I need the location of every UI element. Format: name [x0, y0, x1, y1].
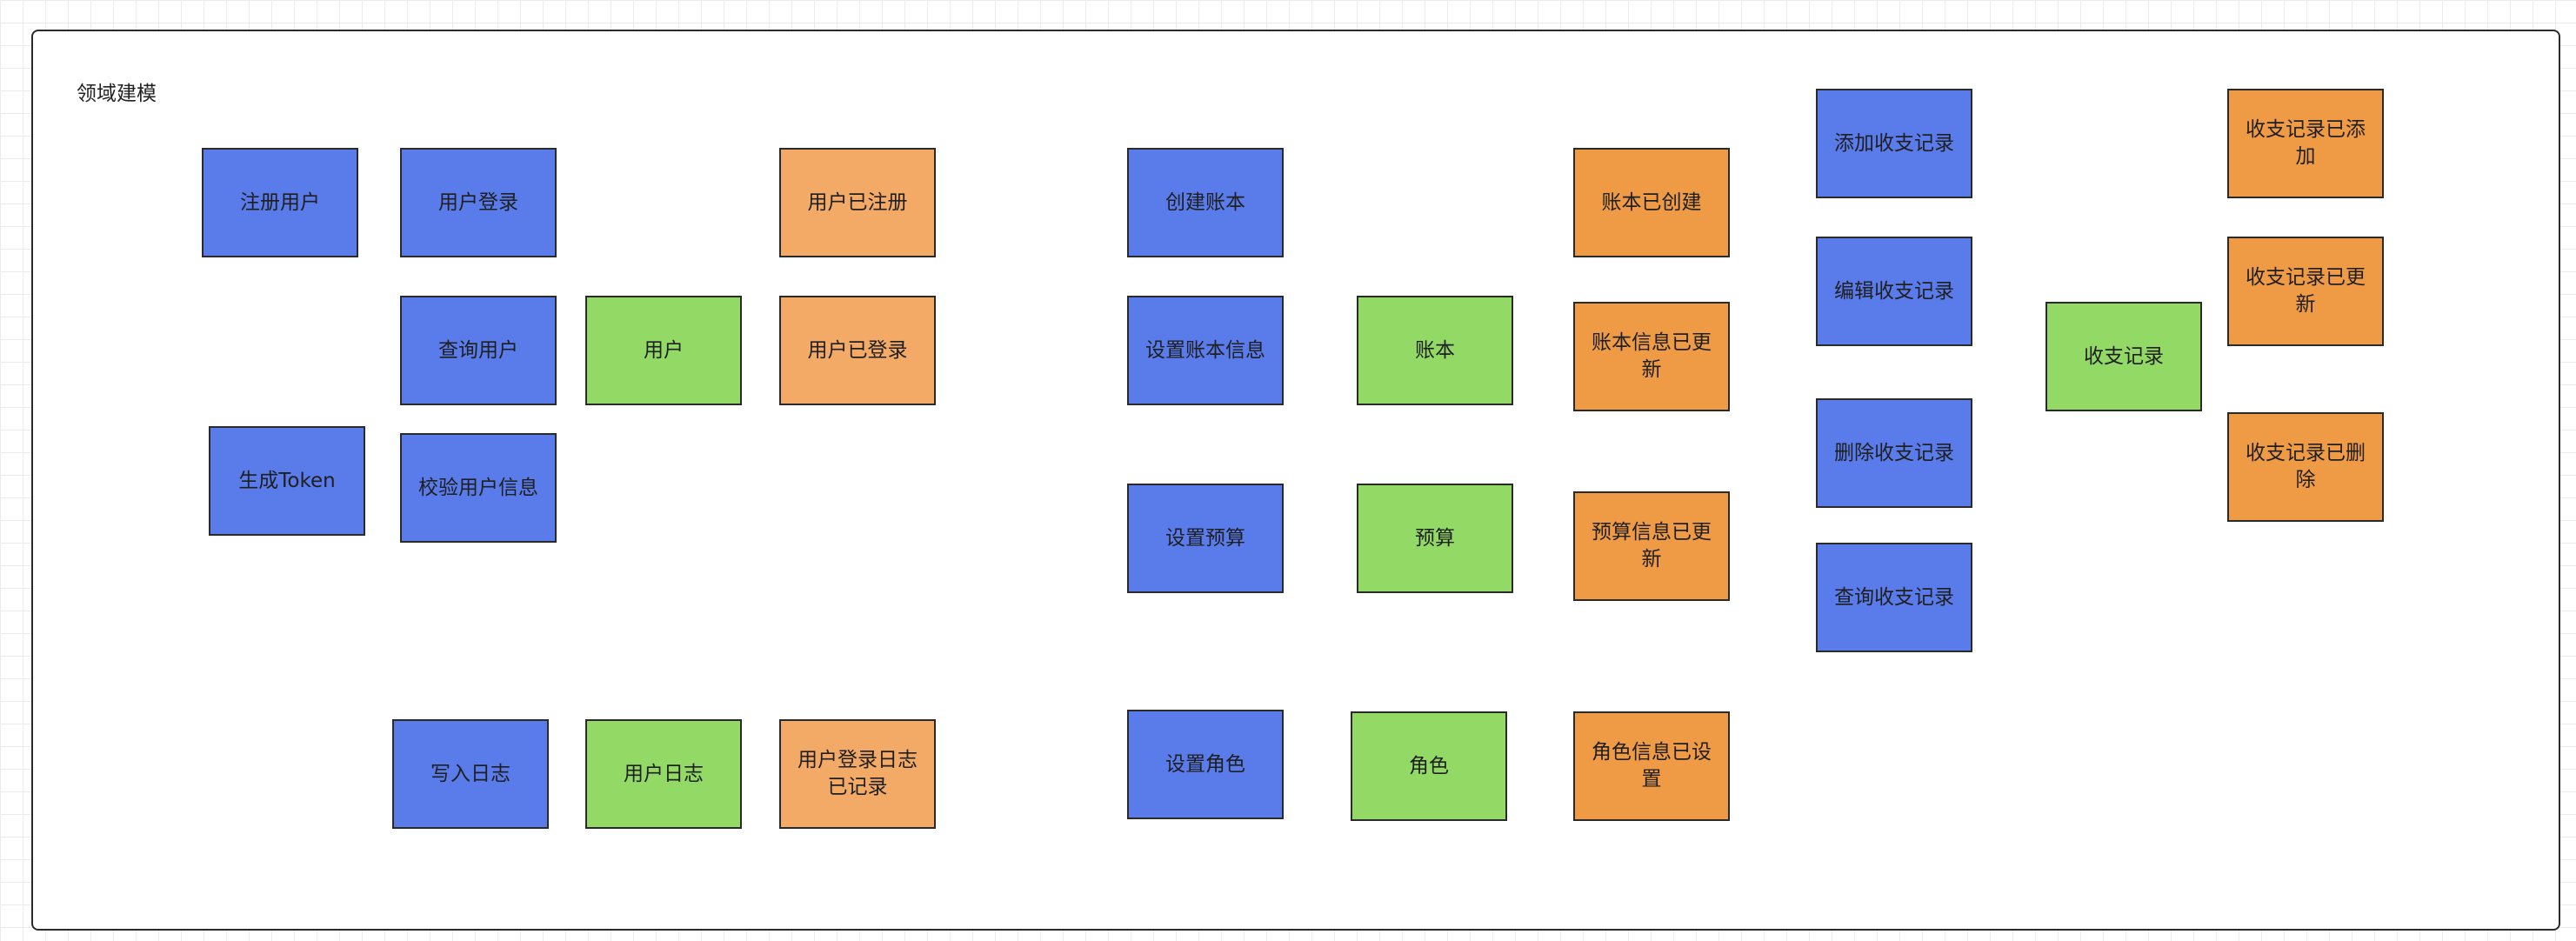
- sticky-set-account-info[interactable]: 设置账本信息: [1127, 296, 1284, 405]
- sticky-set-budget[interactable]: 设置预算: [1127, 484, 1284, 593]
- sticky-budget-info-updated[interactable]: 预算信息已更新: [1573, 491, 1730, 601]
- sticky-edit-record[interactable]: 编辑收支记录: [1816, 237, 1972, 346]
- sticky-record-added[interactable]: 收支记录已添加: [2227, 89, 2384, 198]
- sticky-record-updated[interactable]: 收支记录已更新: [2227, 237, 2384, 346]
- sticky-login-log-recorded[interactable]: 用户登录日志已记录: [779, 719, 936, 829]
- sticky-add-record[interactable]: 添加收支记录: [1816, 89, 1972, 198]
- sticky-account-info-updated[interactable]: 账本信息已更新: [1573, 302, 1730, 411]
- sticky-generate-token[interactable]: 生成Token: [209, 426, 365, 536]
- sticky-account-book-created[interactable]: 账本已创建: [1573, 148, 1730, 257]
- sticky-user-log-entity[interactable]: 用户日志: [585, 719, 742, 829]
- sticky-query-user[interactable]: 查询用户: [400, 296, 557, 405]
- sticky-user-registered[interactable]: 用户已注册: [779, 148, 936, 257]
- sticky-role-info-set[interactable]: 角色信息已设置: [1573, 711, 1730, 821]
- sticky-write-log[interactable]: 写入日志: [392, 719, 549, 829]
- sticky-delete-record[interactable]: 删除收支记录: [1816, 398, 1972, 508]
- sticky-record-deleted[interactable]: 收支记录已删除: [2227, 412, 2384, 522]
- sticky-user-logged-in[interactable]: 用户已登录: [779, 296, 936, 405]
- sticky-query-record[interactable]: 查询收支记录: [1816, 543, 1972, 652]
- sticky-set-role[interactable]: 设置角色: [1127, 710, 1284, 819]
- sticky-role-entity[interactable]: 角色: [1351, 711, 1507, 821]
- sticky-register-user[interactable]: 注册用户: [202, 148, 358, 257]
- sticky-user-login[interactable]: 用户登录: [400, 148, 557, 257]
- sticky-user-entity[interactable]: 用户: [585, 296, 742, 405]
- board-title: 领域建模: [77, 83, 157, 105]
- sticky-verify-user-info[interactable]: 校验用户信息: [400, 433, 557, 543]
- sticky-budget-entity[interactable]: 预算: [1357, 484, 1513, 593]
- sticky-record-entity[interactable]: 收支记录: [2045, 302, 2202, 411]
- sticky-account-book-entity[interactable]: 账本: [1357, 296, 1513, 405]
- sticky-create-account-book[interactable]: 创建账本: [1127, 148, 1284, 257]
